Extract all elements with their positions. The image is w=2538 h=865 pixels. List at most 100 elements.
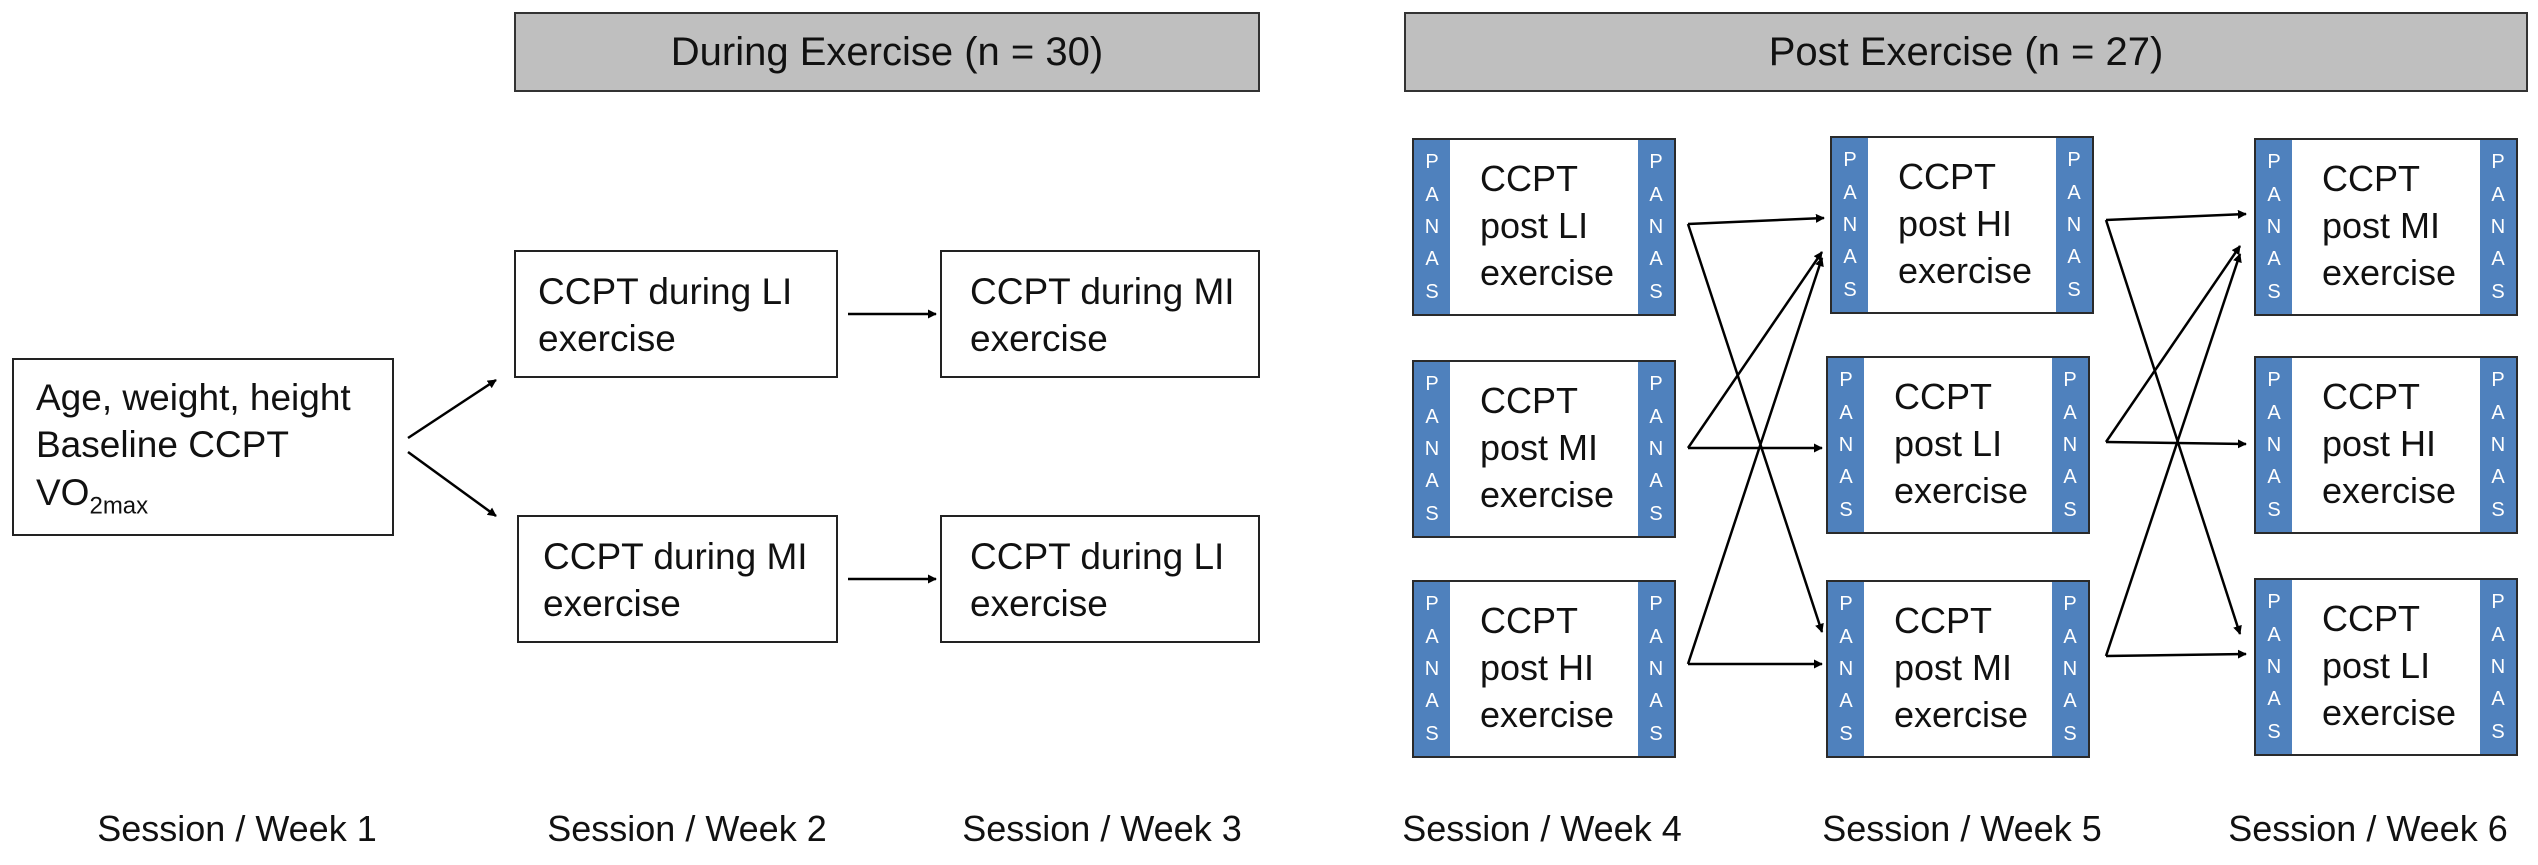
panas-letter: N — [1424, 215, 1440, 238]
panas-letter: N — [2490, 433, 2506, 456]
panas-letter: A — [1425, 470, 1439, 493]
during-box-li-week3-line1: CCPT during LI — [970, 536, 1225, 577]
baseline-vo2max: VO2max — [36, 471, 149, 520]
arrow-w4mi-to-w5hi — [1686, 251, 1824, 449]
panas-letter: A — [1425, 625, 1439, 648]
post-box-text-line: exercise — [2322, 469, 2457, 511]
session-week-1: Session / Week 1 — [97, 808, 377, 849]
during-box-mi-week2: CCPT during MI exercise — [517, 515, 838, 643]
panas-letter: S — [2063, 722, 2077, 745]
post-box-text-line: exercise — [2322, 691, 2457, 733]
panas-letter: P — [2267, 591, 2281, 614]
post-box-text-line: exercise — [1480, 693, 1615, 735]
panas-letter: S — [2063, 498, 2077, 521]
panas-letter: A — [1843, 181, 1857, 204]
post-box-text-line: CCPT — [1894, 376, 1992, 417]
arrow-w4li-to-w5hi — [1687, 213, 1825, 226]
panas-letter: P — [2067, 149, 2081, 172]
arrow-w5li-to-w6mi — [2104, 245, 2242, 443]
post-box-text-line: CCPT — [1480, 158, 1578, 199]
panas-letter: P — [2491, 591, 2505, 614]
during-box-li-week2-line1: CCPT during LI — [538, 271, 793, 312]
panas-letter: P — [1649, 151, 1663, 174]
post-exercise-header: Post Exercise (n = 27) — [1404, 12, 2528, 92]
during-exercise-header: During Exercise (n = 30) — [514, 12, 1260, 92]
panas-letter: A — [1649, 690, 1663, 713]
baseline-box: Age, weight, height Baseline CCPT VO2max — [12, 358, 394, 536]
panas-letter: A — [1425, 690, 1439, 713]
panas-letter: S — [1425, 502, 1439, 525]
post-box-text-line: post HI — [2322, 422, 2437, 464]
panas-letter: P — [1649, 373, 1663, 396]
arrow-w5hi-to-w6li — [2104, 219, 2242, 635]
panas-letter: N — [2490, 655, 2506, 678]
panas-letter: P — [2267, 369, 2281, 392]
post-box-text-line: exercise — [1898, 249, 2033, 291]
session-week-3: Session / Week 3 — [962, 808, 1242, 849]
panas-letter: S — [1425, 722, 1439, 745]
panas-letter: N — [1648, 657, 1664, 680]
arrow-w5mi-to-w6li — [2105, 649, 2247, 659]
panas-letter: A — [1649, 405, 1663, 428]
panas-letter: P — [2491, 369, 2505, 392]
panas-letter: A — [1839, 466, 1853, 489]
panas-letter: A — [2491, 688, 2505, 711]
baseline-line-1: Age, weight, height — [36, 377, 351, 418]
panas-letter: P — [1839, 593, 1853, 616]
panas-letter: P — [1425, 593, 1439, 616]
panas-letter: S — [1649, 722, 1663, 745]
arrow-w4hi-to-w5hi — [1686, 257, 1824, 665]
post-box-text-line: post MI — [2322, 204, 2441, 246]
arrow-w5hi-to-w6mi — [2105, 209, 2247, 222]
post-box-text-line: CCPT — [1898, 156, 1996, 197]
panas-letter: S — [2267, 280, 2281, 303]
post-box-text-line: exercise — [1480, 473, 1615, 515]
panas-letter: N — [1838, 433, 1854, 456]
panas-letter: A — [2267, 623, 2281, 646]
panas-letter: S — [1649, 280, 1663, 303]
during-box-mi-week2-line2: exercise — [543, 583, 681, 625]
panas-letter: A — [1839, 625, 1853, 648]
post-box-text-line: CCPT — [1480, 600, 1578, 641]
panas-letter: A — [2267, 466, 2281, 489]
post-box-text-line: post LI — [1480, 204, 1589, 246]
panas-letter: S — [2491, 720, 2505, 743]
panas-letter: N — [2490, 215, 2506, 238]
post-box-text-line: CCPT — [1480, 380, 1578, 421]
panas-letter: A — [1649, 183, 1663, 206]
panas-letter: A — [2063, 466, 2077, 489]
panas-letter: P — [2063, 593, 2077, 616]
post-box-text-line: CCPT — [1894, 600, 1992, 641]
post-box-text-line: exercise — [2322, 251, 2457, 293]
panas-letter: S — [2267, 720, 2281, 743]
panas-letter: P — [2491, 151, 2505, 174]
during-box-mi-week3-line1: CCPT during MI — [970, 271, 1235, 312]
panas-letter: N — [2266, 215, 2282, 238]
panas-letter: A — [1839, 401, 1853, 424]
panas-letter: A — [1649, 470, 1663, 493]
panas-letter: N — [1842, 213, 1858, 236]
panas-letter: A — [2267, 248, 2281, 271]
panas-letter: N — [2062, 433, 2078, 456]
